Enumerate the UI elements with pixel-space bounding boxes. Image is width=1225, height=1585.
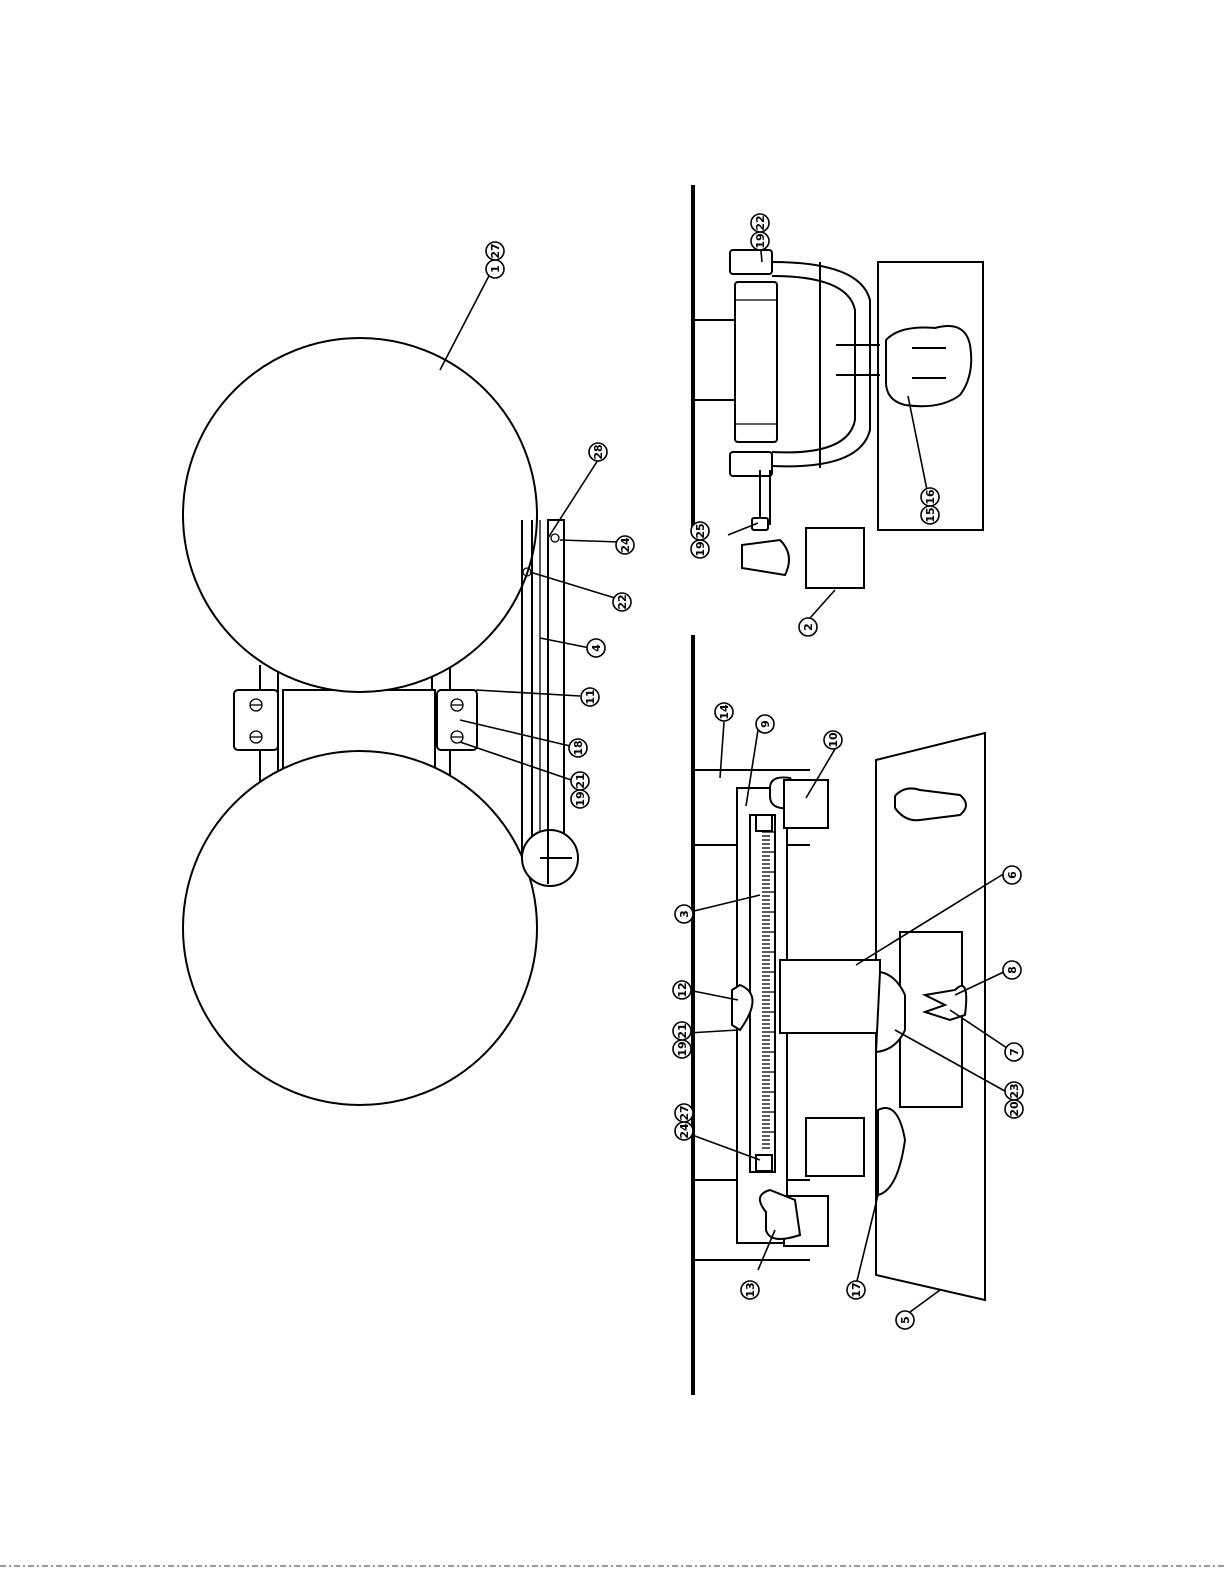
- callout-c-7: 7: [1005, 1043, 1023, 1061]
- callout-c-11: 11: [581, 688, 599, 706]
- callout-number: 19: [676, 1041, 689, 1056]
- callout-c-10: 10: [824, 731, 842, 749]
- callout-number: 21: [676, 1023, 689, 1038]
- left-hub-clamp: [234, 690, 278, 750]
- callout-number: 17: [850, 1282, 863, 1297]
- callout-number: 28: [592, 444, 605, 459]
- callout-number: 27: [678, 1105, 691, 1120]
- callout-number: 19: [694, 541, 707, 556]
- callout-number: 3: [678, 910, 691, 918]
- callout-c-1-27: 1 27: [486, 242, 504, 278]
- callout-number: 5: [899, 1316, 912, 1324]
- callout-number: 13: [744, 1282, 757, 1297]
- callout-c-5: 5: [896, 1311, 914, 1329]
- callout-c-6: 6: [1003, 866, 1021, 884]
- callout-number: 8: [1006, 966, 1019, 974]
- callout-number: 19: [754, 233, 767, 248]
- callout-number: 25: [694, 523, 707, 538]
- callout-number: 14: [718, 704, 731, 720]
- callout-c-12: 12: [673, 981, 691, 999]
- callout-c-9: 9: [756, 715, 774, 733]
- callout-number: 23: [1008, 1083, 1021, 1098]
- callout-number: 20: [1008, 1101, 1021, 1117]
- callout-c-24a: 24: [616, 536, 634, 554]
- callout-number: 16: [924, 489, 937, 505]
- callout-number: 9: [759, 720, 772, 728]
- callout-number: 19: [574, 791, 587, 806]
- right-hub-clamp: [437, 690, 477, 750]
- callout-number: 1: [489, 265, 502, 273]
- callout-number: 24: [678, 1123, 691, 1139]
- callout-c-18: 18: [569, 739, 587, 757]
- callout-c-4: 4: [587, 639, 605, 657]
- callout-number: 27: [489, 243, 502, 258]
- callout-c-14: 14: [715, 703, 733, 721]
- roll-plan-view: [183, 338, 578, 1105]
- callout-number: 6: [1006, 871, 1019, 879]
- footer-rule: [0, 1560, 1225, 1576]
- callout-number: 24: [619, 537, 632, 553]
- callout-number: 22: [754, 215, 767, 230]
- callout-c-3: 3: [675, 905, 693, 923]
- lower-roll: [183, 751, 537, 1105]
- side-view: [693, 635, 985, 1395]
- callout-c-28: 28: [589, 443, 607, 461]
- callout-number: 21: [574, 773, 587, 788]
- callout-c-22a: 22: [613, 593, 631, 611]
- callout-number: 4: [590, 644, 603, 652]
- callout-c-8: 8: [1003, 961, 1021, 979]
- callout-c-2: 2: [799, 618, 817, 636]
- end-view: [693, 185, 983, 588]
- upper-roll: [183, 338, 537, 692]
- callout-number: 12: [676, 982, 689, 997]
- callout-number: 22: [616, 594, 629, 609]
- callout-c-17: 17: [847, 1281, 865, 1299]
- callout-number: 18: [572, 740, 585, 755]
- callout-number: 2: [802, 623, 815, 631]
- callout-number: 11: [584, 689, 597, 704]
- callout-number: 15: [924, 507, 937, 522]
- callout-number: 10: [827, 732, 840, 748]
- callout-c-13: 13: [741, 1281, 759, 1299]
- callout-number: 7: [1008, 1048, 1021, 1056]
